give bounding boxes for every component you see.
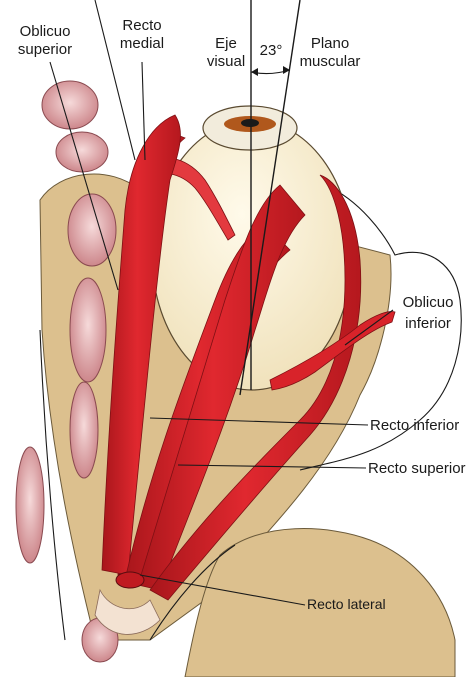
label-plano-muscular-line1: Plano	[311, 35, 349, 52]
label-recto-medial-line2: medial	[120, 35, 164, 52]
label-oblicuo-superior-line2: superior	[18, 41, 72, 58]
label-recto-superior: Recto superior	[368, 460, 466, 477]
label-eje-visual-line2: visual	[207, 53, 245, 70]
angle-arrow-left	[251, 68, 258, 76]
label-angle: 23°	[260, 42, 283, 59]
label-oblicuo-inferior-line1: Oblicuo	[403, 294, 454, 311]
label-oblicuo-superior-line1: Oblicuo	[20, 23, 71, 40]
annulus-tendineus	[116, 572, 144, 588]
label-recto-lateral: Recto lateral	[307, 596, 386, 612]
label-eje-visual-line1: Eje	[215, 35, 237, 52]
label-plano-muscular-line2: muscular	[300, 53, 361, 70]
label-recto-medial-line1: Recto	[122, 17, 161, 34]
label-recto-inferior: Recto inferior	[370, 417, 459, 434]
label-oblicuo-inferior-line2: inferior	[405, 315, 451, 332]
pupil	[241, 119, 259, 127]
